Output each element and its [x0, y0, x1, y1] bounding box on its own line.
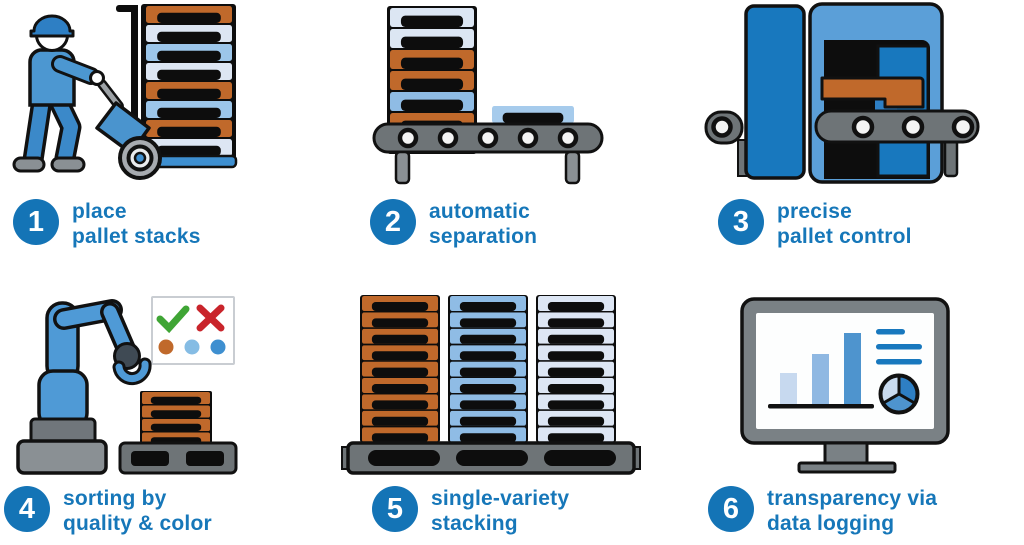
sorted-pallet-stacks-icon	[341, 295, 641, 475]
step-5-label: 5 single-variety stacking	[372, 486, 680, 536]
step-label-text: single-variety stacking	[431, 487, 570, 535]
step-1-label: 1 place pallet stacks	[13, 199, 340, 249]
step-3-label: 3 precise pallet control	[718, 199, 1024, 249]
step-number-badge: 5	[372, 486, 418, 532]
step-2-label: 2 automatic separation	[370, 199, 680, 249]
bar-2	[812, 354, 829, 404]
robot-arm-sorting-icon	[16, 296, 238, 475]
monitor-base	[797, 461, 897, 474]
step-4-cell: 4 sorting by quality & color	[0, 275, 340, 536]
cross-icon	[196, 304, 225, 332]
step-number-badge: 2	[370, 199, 416, 245]
step-label-text: precise pallet control	[777, 200, 912, 248]
text-line-2	[876, 344, 922, 350]
bar-axis	[768, 404, 874, 409]
step-2-cell: 2 automatic separation	[360, 0, 680, 249]
step-number-badge: 4	[4, 486, 50, 532]
bar-3	[844, 333, 861, 404]
step-6-cell: 6 transparency via data logging	[700, 275, 1024, 536]
step-label-text: sorting by quality & color	[63, 487, 212, 535]
check-icon	[156, 305, 190, 334]
step-4-label: 4 sorting by quality & color	[4, 486, 340, 536]
pallet-control-machine-icon	[704, 2, 980, 184]
color-dot-orange	[158, 339, 174, 355]
worker-hand-truck-icon	[12, 4, 238, 180]
data-logging-monitor-icon	[740, 297, 950, 474]
color-dot-light-blue	[184, 339, 200, 355]
step-label-text: transparency via data logging	[767, 487, 938, 535]
step-5-cell: 5 single-variety stacking	[340, 275, 680, 536]
conveyor-separation-icon	[372, 6, 604, 185]
step-label-text: automatic separation	[429, 200, 538, 248]
step-label-text: place pallet stacks	[72, 200, 201, 248]
step-number-badge: 1	[13, 199, 59, 245]
step-3-cell: 3 precise pallet control	[700, 0, 1024, 249]
step-6-label: 6 transparency via data logging	[708, 486, 1024, 536]
text-line-3	[876, 359, 922, 365]
step-1-cell: 1 place pallet stacks	[0, 0, 340, 249]
step-number-badge: 3	[718, 199, 764, 245]
color-dot-blue	[210, 339, 226, 355]
text-line-1	[876, 329, 905, 335]
monitor-neck	[823, 441, 869, 465]
step-number-badge: 6	[708, 486, 754, 532]
pie-chart	[878, 373, 920, 415]
bar-1	[780, 373, 797, 404]
